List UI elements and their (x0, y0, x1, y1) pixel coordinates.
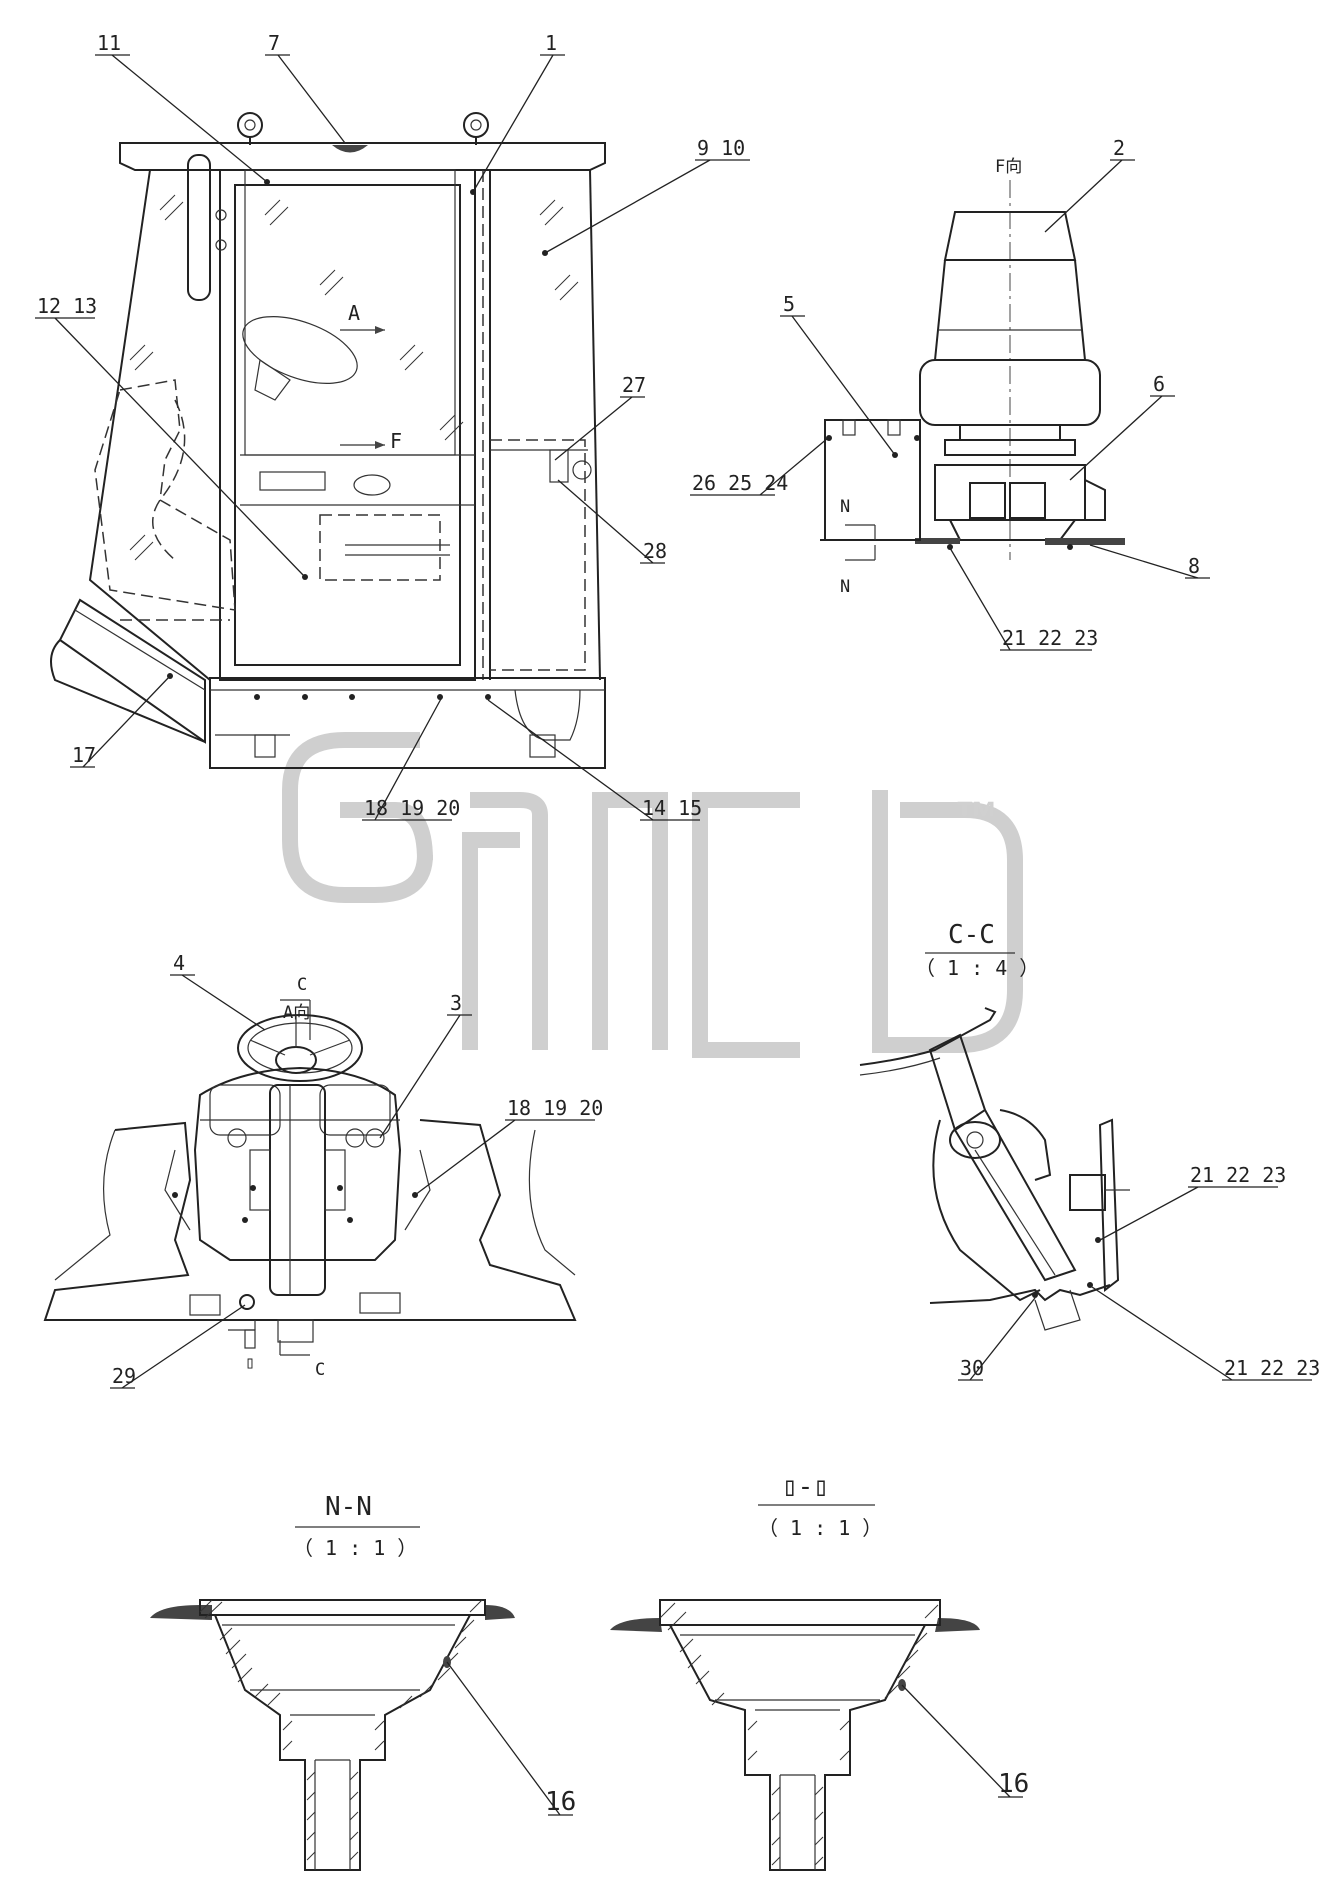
trademark-mark: ™ (955, 793, 999, 842)
callout-17: 17 (72, 743, 96, 767)
seat-callouts: 2 5 6 26 25 24 8 21 22 23 (690, 136, 1210, 651)
cab-callouts: 11 7 1 9 10 12 13 27 28 17 18 19 20 14 1… (35, 31, 750, 821)
section-mark-box: ▯ (245, 1353, 255, 1373)
section-nn-scale: （ 1 : 1 ） (293, 1536, 417, 1560)
section-cc-title: C-C (948, 920, 995, 950)
callout-14-15: 14 15 (642, 796, 702, 820)
callout-12-13: 12 13 (37, 294, 97, 318)
section-nn-title: N-N (325, 1492, 372, 1522)
callout-26-25-24: 26 25 24 (692, 471, 788, 495)
section-cc-scale: （ 1 : 4 ） (915, 956, 1039, 980)
section-cc: C-C （ 1 : 4 ） (859, 920, 1130, 1331)
watermark-logo: ™ (282, 732, 1023, 1058)
section-box-callouts: 16 (901, 1684, 1029, 1799)
console-a-view: A向 C (43, 975, 577, 1380)
callout-27: 27 (622, 373, 646, 397)
callout-11: 11 (97, 31, 121, 55)
callout-16-nn: 16 (545, 1787, 576, 1817)
callout-18-19-20-console: 18 19 20 (507, 1096, 603, 1120)
callout-21-22-23-seat: 21 22 23 (1002, 626, 1098, 650)
section-nn-callouts: 16 (446, 1661, 576, 1817)
view-arrow-f: F (390, 429, 402, 453)
callout-16-box: 16 (998, 1769, 1029, 1799)
section-nn: N-N （ 1 : 1 ） (150, 1492, 515, 1871)
view-arrow-a: A (348, 301, 360, 325)
callout-1: 1 (545, 31, 557, 55)
callout-5: 5 (783, 292, 795, 316)
section-box: ▯-▯ （ 1 : 1 ） (610, 1472, 980, 1871)
section-mark-n-bottom: N (840, 577, 850, 597)
callout-4: 4 (173, 951, 185, 975)
section-mark-n-top: N (840, 497, 850, 517)
section-box-scale: （ 1 : 1 ） (758, 1516, 882, 1540)
callout-7: 7 (268, 31, 280, 55)
callout-21-22-23-cc-upper: 21 22 23 (1190, 1163, 1286, 1187)
callout-29: 29 (112, 1364, 136, 1388)
callout-30: 30 (960, 1356, 984, 1380)
console-callouts: 4 3 18 19 20 29 (110, 951, 603, 1389)
callout-9-10: 9 10 (697, 136, 745, 160)
seat-view: F向 N N (820, 157, 1125, 597)
f-view-label: F向 (995, 157, 1022, 177)
callout-8: 8 (1188, 554, 1200, 578)
callout-2: 2 (1113, 136, 1125, 160)
section-box-title: ▯-▯ (782, 1472, 829, 1502)
callout-6: 6 (1153, 372, 1165, 396)
callout-3: 3 (450, 991, 462, 1015)
callout-28: 28 (643, 539, 667, 563)
callout-21-22-23-cc-lower: 21 22 23 (1224, 1356, 1320, 1380)
section-mark-c-bottom: C (315, 1360, 325, 1380)
cab-front-view: A F (50, 112, 606, 769)
a-view-label: A向 (283, 1003, 310, 1023)
callout-18-19-20-cab: 18 19 20 (364, 796, 460, 820)
section-mark-c-top: C (297, 975, 307, 995)
section-cc-callouts: 21 22 23 21 22 23 30 (958, 1163, 1320, 1381)
